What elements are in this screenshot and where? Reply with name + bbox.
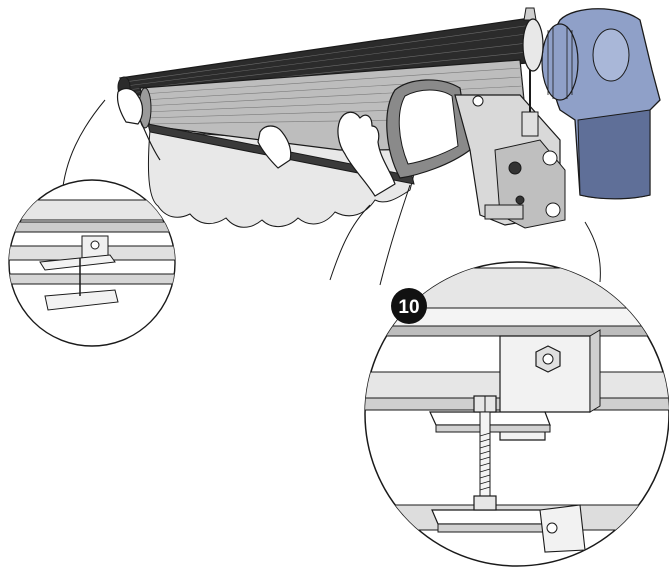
motor-end-cap-icon <box>541 8 661 200</box>
top-hook <box>523 7 537 21</box>
detail-magnifier-right <box>364 261 669 567</box>
right-callout-line-2 <box>584 221 601 283</box>
bracket-foot <box>484 204 524 220</box>
far-left-hand <box>116 87 144 125</box>
bracket-bolt-5 <box>515 195 525 205</box>
bracket-bolt-1 <box>472 95 484 107</box>
mounting-bracket-bolt-icon <box>429 329 601 553</box>
hands-lifting-icon <box>116 87 396 197</box>
guide-curve <box>329 204 371 281</box>
canvas-curve-inner <box>398 89 459 165</box>
adjustment-block <box>521 111 539 137</box>
step-number-badge: 10 <box>391 288 427 324</box>
left-hand-arm <box>139 119 161 161</box>
right-roller-ring <box>522 18 544 72</box>
bracket-bolt-2 <box>508 161 522 175</box>
awning-cassette-illustration <box>61 7 661 286</box>
left-callout-line <box>61 99 106 196</box>
bracket-bolt-3 <box>542 150 558 166</box>
detail-magnifier-left <box>8 179 176 347</box>
right-callout-line <box>379 184 411 286</box>
right-hand <box>337 111 396 197</box>
left-hand <box>257 125 292 169</box>
bracket-bolt-4 <box>545 202 561 218</box>
step-number-text: 10 <box>398 297 419 318</box>
